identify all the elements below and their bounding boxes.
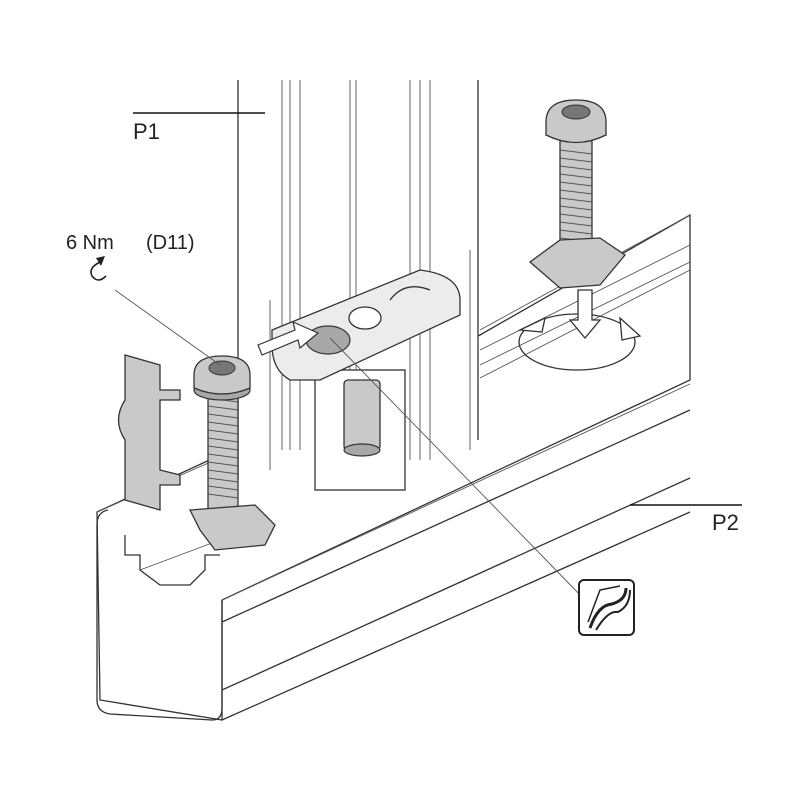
rotation-arrow-icon [518,313,636,371]
torque-leader-line [114,289,221,366]
reference-label: (D11) [146,232,195,254]
profile-p2-label: P2 [712,510,739,535]
drill-icon [578,579,635,636]
insert-arrow-icon [257,320,320,356]
connector-block [257,269,461,491]
left-screw [188,355,276,551]
torque-label: 6 Nm [66,232,114,254]
right-screw [517,99,642,371]
cover-cap [117,354,181,511]
profile-p1-label: P1 [133,119,160,144]
drill-leader-line [329,337,586,601]
rotation-arrow-icon [90,256,107,281]
